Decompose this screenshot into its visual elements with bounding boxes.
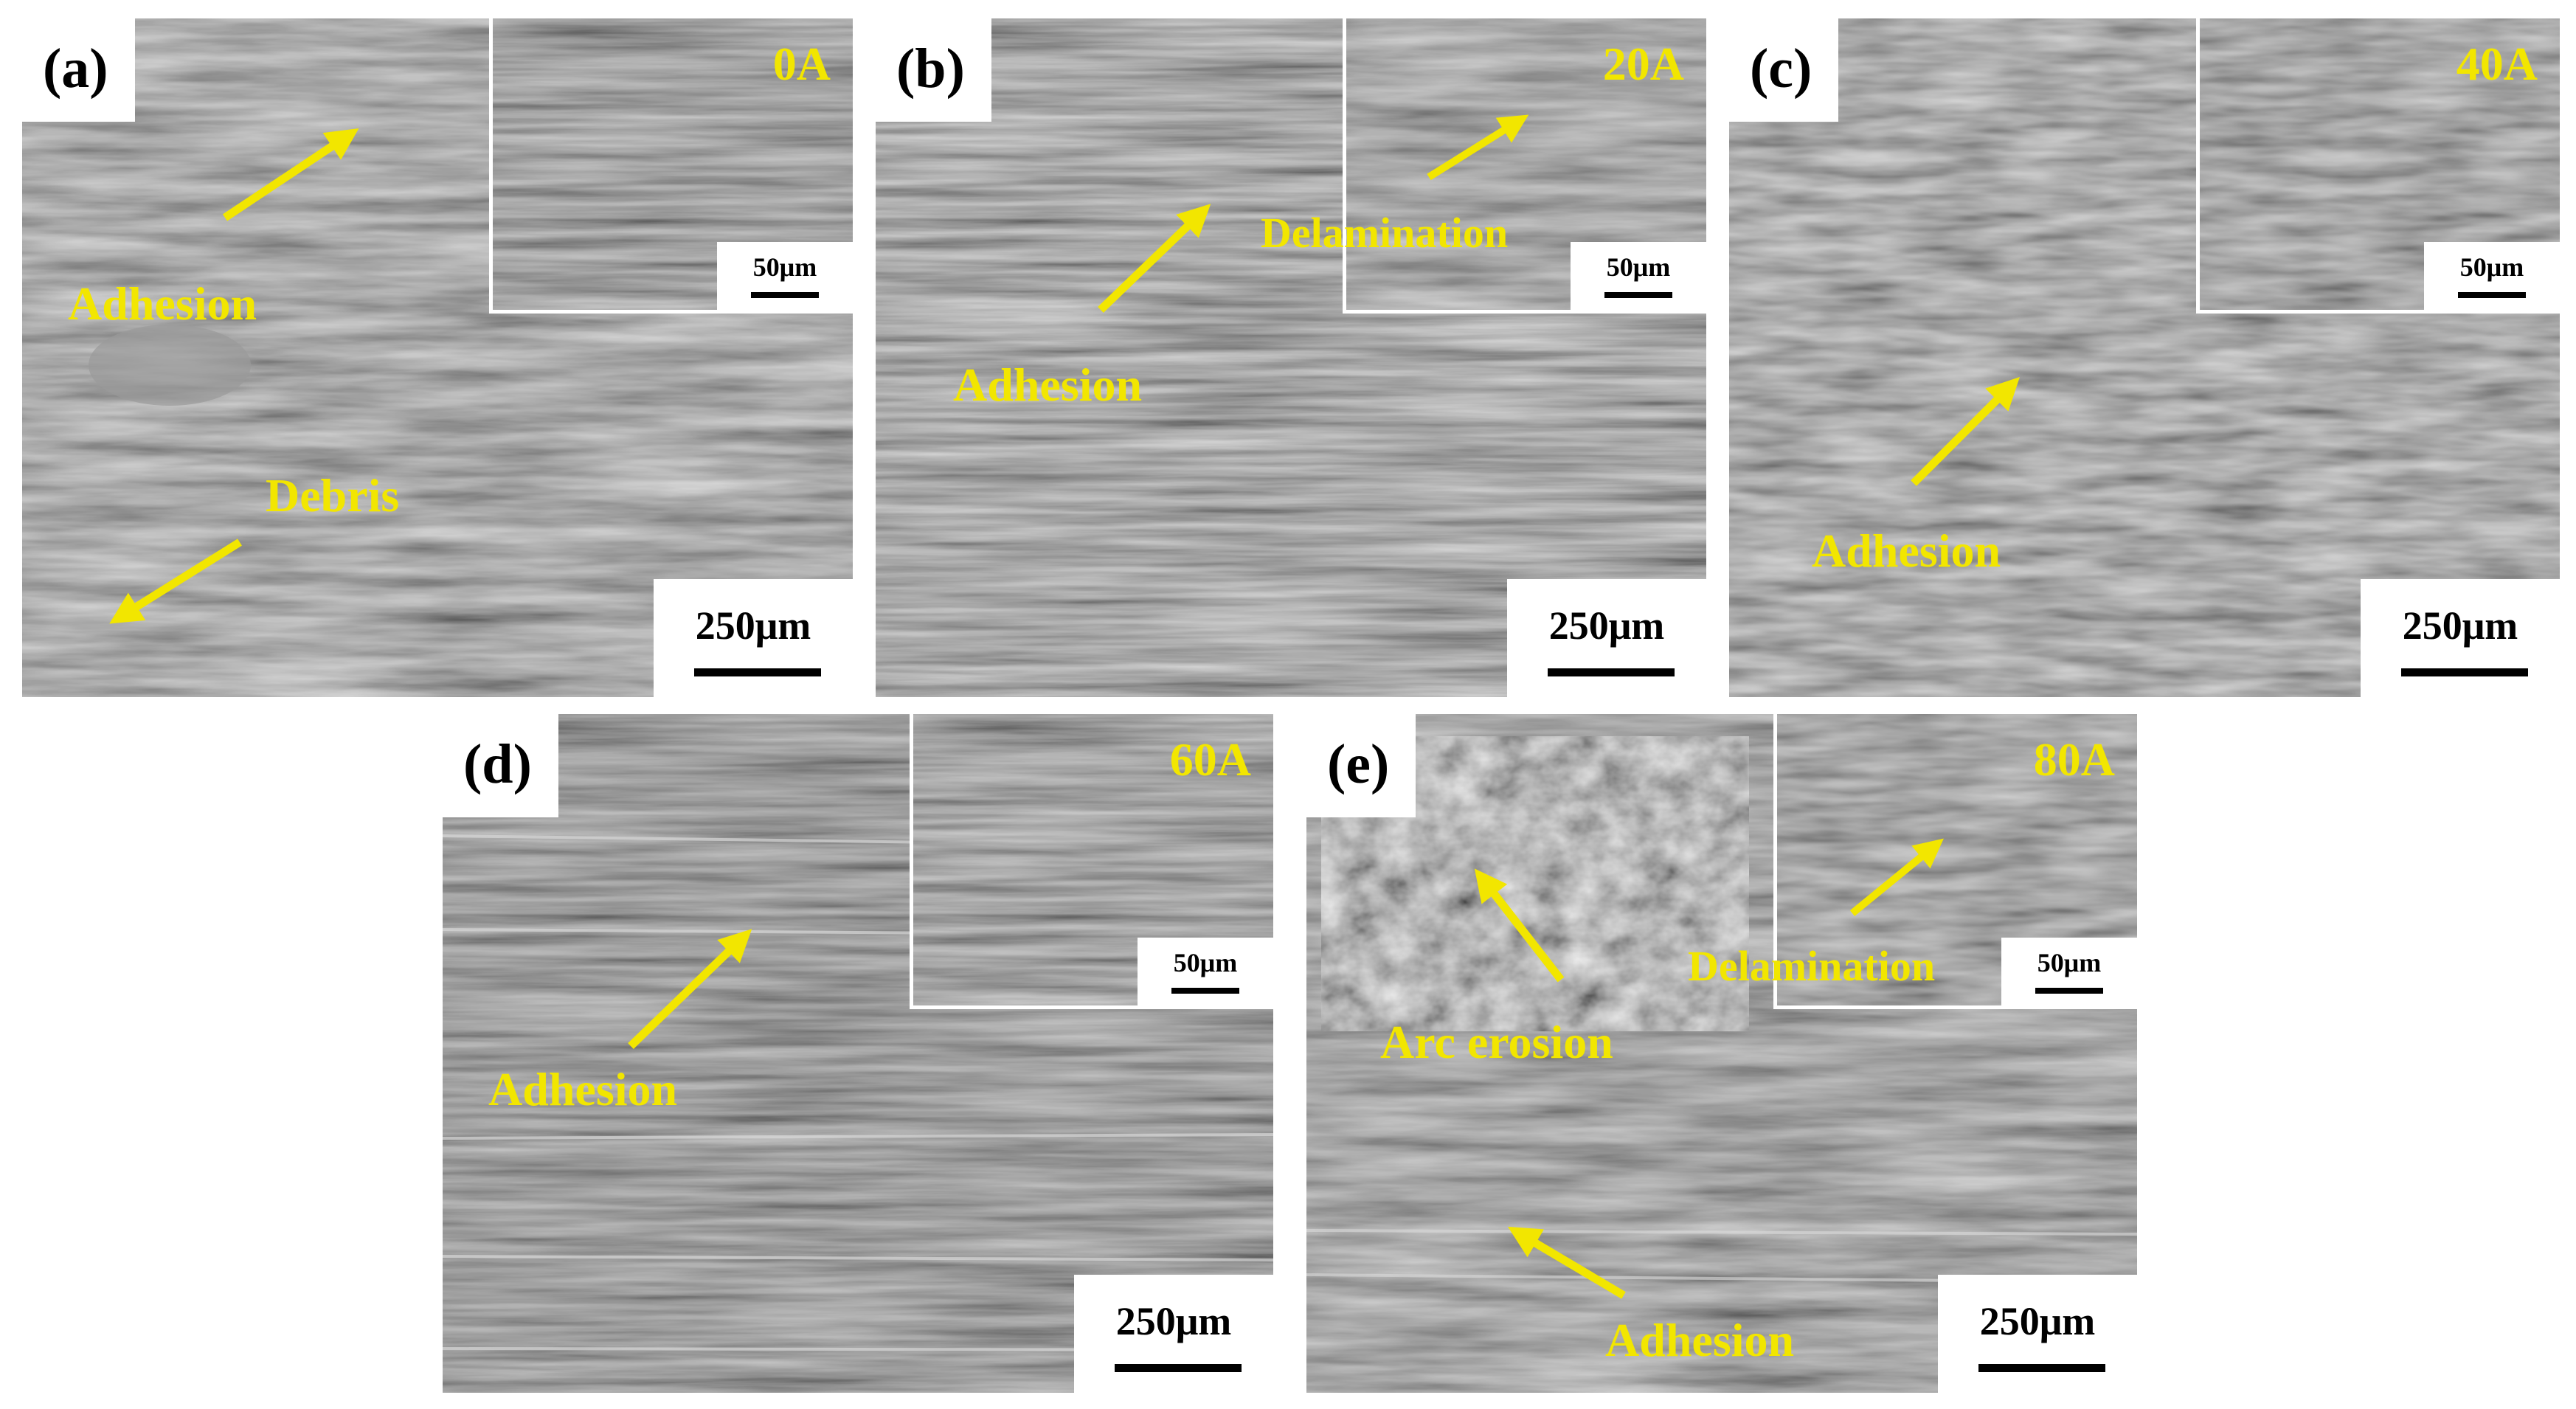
- scale-bar: 250μm: [654, 579, 853, 697]
- inset-scale-line: [2035, 988, 2103, 994]
- scale-text: 250μm: [1548, 603, 1665, 648]
- annotation-adhesion: Adhesion: [488, 1063, 678, 1115]
- inset-scale-bar: 50μm: [1571, 242, 1706, 310]
- inset-micrograph: 60A 50μm: [910, 714, 1273, 1009]
- panel-label: (e): [1306, 714, 1416, 817]
- scale-line: [1978, 1364, 2105, 1372]
- inset-scale-line: [1171, 988, 1239, 994]
- scale-text: 250μm: [695, 603, 811, 648]
- scale-bar: 250μm: [1938, 1275, 2137, 1393]
- scale-line: [694, 668, 821, 676]
- scale-line: [1548, 668, 1675, 676]
- annotation-delamination: Delamination: [1261, 209, 1509, 257]
- scale-text: 250μm: [2402, 603, 2518, 648]
- panel-label: (d): [443, 714, 558, 817]
- scale-line: [1115, 1364, 1242, 1372]
- inset-scale-line: [1604, 292, 1672, 298]
- panel-label: (a): [22, 18, 135, 122]
- sem-panel-d: (d) 60A 50μm 250μm Adhesion: [443, 714, 1273, 1393]
- inset-scale-bar: 50μm: [2001, 938, 2137, 1005]
- inset-scale-bar: 50μm: [717, 242, 853, 310]
- scale-text: 250μm: [1115, 1299, 1232, 1343]
- current-condition-label: 80A: [2033, 733, 2115, 786]
- sem-panel-e: (e) 80A 50μm 250μm Arc erosion Delaminat…: [1306, 714, 2137, 1393]
- inset-micrograph: 20A 50μm: [1343, 18, 1706, 314]
- inset-micrograph: 80A 50μm: [1773, 714, 2137, 1009]
- scale-bar: 250μm: [1074, 1275, 1273, 1393]
- inset-scale-text: 50μm: [2459, 252, 2524, 282]
- current-condition-label: 60A: [1169, 733, 1251, 786]
- panel-label: (b): [876, 18, 991, 122]
- panel-label: (c): [1729, 18, 1839, 122]
- annotation-arc-erosion: Arc erosion: [1380, 1016, 1613, 1068]
- inset-scale-line: [751, 292, 819, 298]
- annotation-adhesion: Adhesion: [68, 277, 257, 330]
- annotation-adhesion: Adhesion: [1812, 525, 2001, 577]
- inset-scale-text: 50μm: [752, 252, 817, 282]
- annotation-delamination: Delamination: [1688, 942, 1936, 990]
- scale-bar: 250μm: [1507, 579, 1706, 697]
- sem-panel-b: (b) 20A 50μm 250μm Adhesion Delamination: [876, 18, 1706, 697]
- current-condition-label: 0A: [772, 38, 831, 90]
- inset-scale-line: [2458, 292, 2526, 298]
- inset-scale-bar: 50μm: [2424, 242, 2560, 310]
- current-condition-label: 40A: [2456, 38, 2538, 90]
- sem-panel-c: (c) 40A 50μm 250μm Adhesion: [1729, 18, 2560, 697]
- annotation-debris: Debris: [266, 469, 400, 522]
- sem-panel-a: (a) 0A 50μm 250μm Adhesion Debris: [22, 18, 853, 697]
- inset-scale-text: 50μm: [2037, 948, 2102, 977]
- scale-line: [2401, 668, 2528, 676]
- inset-image: [2200, 18, 2560, 310]
- scale-bar: 250μm: [2361, 579, 2560, 697]
- annotation-adhesion: Adhesion: [1605, 1314, 1795, 1366]
- current-condition-label: 20A: [1602, 38, 1684, 90]
- annotation-adhesion: Adhesion: [953, 359, 1143, 411]
- scale-text: 250μm: [1979, 1299, 2096, 1343]
- inset-scale-bar: 50μm: [1138, 938, 1273, 1005]
- inset-micrograph: 40A 50μm: [2196, 18, 2560, 314]
- inset-scale-text: 50μm: [1173, 948, 1238, 977]
- inset-scale-text: 50μm: [1606, 252, 1671, 282]
- inset-micrograph: 0A 50μm: [489, 18, 853, 314]
